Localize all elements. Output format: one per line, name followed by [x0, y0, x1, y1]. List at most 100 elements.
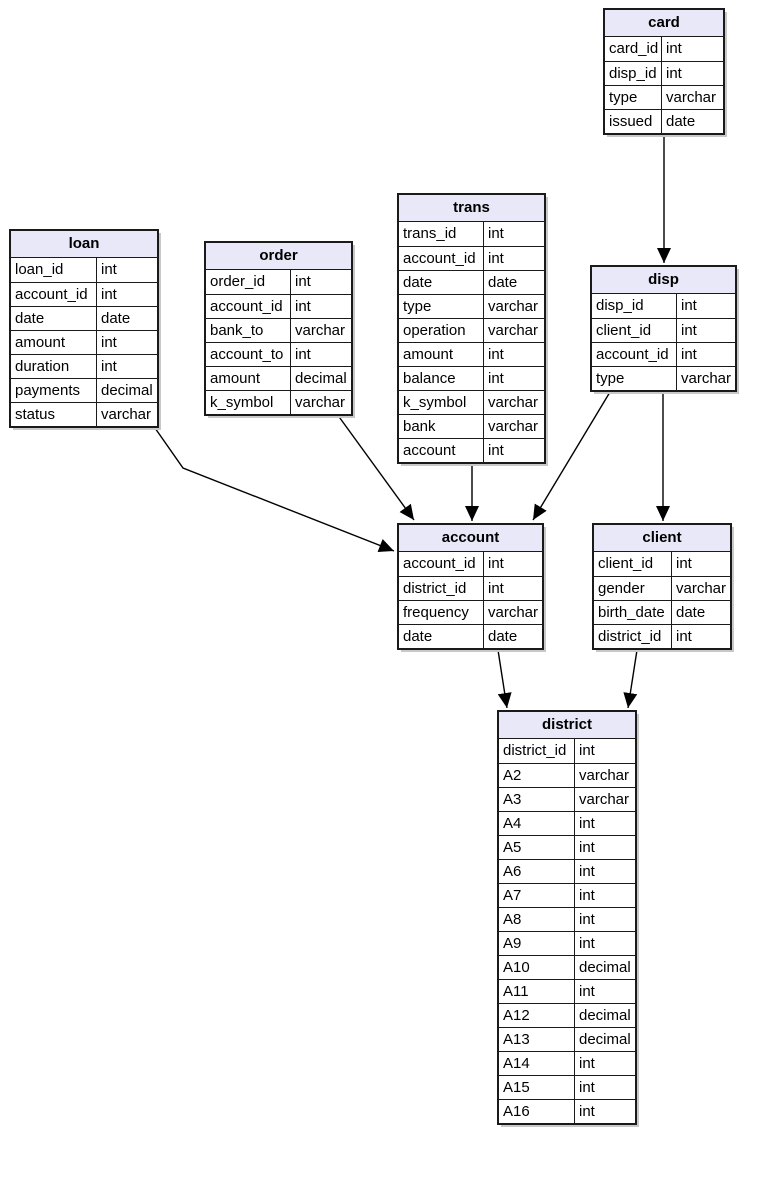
- column-type: int: [488, 225, 504, 242]
- column-name: account_to: [206, 343, 291, 366]
- column-name: account_id: [399, 247, 484, 270]
- column-name: account_id: [399, 552, 484, 576]
- relation-account-district: [497, 649, 512, 709]
- column-name: disp_id: [592, 294, 677, 318]
- column-name: client_id: [592, 319, 677, 342]
- column-name: A9: [499, 932, 575, 955]
- column-type: int: [295, 346, 311, 363]
- relation-disp-account: [532, 391, 611, 521]
- column-name: date: [399, 271, 484, 294]
- column-name: A13: [499, 1028, 575, 1051]
- column-name: type: [605, 86, 662, 109]
- column-name: card_id: [605, 37, 662, 61]
- column-type: int: [579, 863, 595, 880]
- column-type: varchar: [488, 418, 539, 435]
- column-name: date: [11, 307, 97, 330]
- column-type: int: [101, 358, 117, 375]
- column-type: int: [681, 297, 697, 314]
- table-title: district: [499, 712, 635, 739]
- column-type: int: [676, 628, 692, 645]
- column-type: varchar: [666, 89, 717, 106]
- column-type: int: [676, 555, 692, 572]
- column-name: account: [399, 439, 484, 462]
- column-name: account_id: [592, 343, 677, 366]
- table-title: loan: [11, 231, 157, 258]
- column-type: int: [579, 983, 595, 1000]
- column-type: int: [295, 298, 311, 315]
- column-name: client_id: [594, 552, 672, 576]
- column-type: varchar: [579, 767, 630, 784]
- column-type: int: [488, 370, 504, 387]
- column-name: A14: [499, 1052, 575, 1075]
- column-name: balance: [399, 367, 484, 390]
- column-type: varchar: [579, 791, 630, 808]
- column-name: bank_to: [206, 319, 291, 342]
- column-name: frequency: [399, 601, 484, 624]
- column-name: trans_id: [399, 222, 484, 246]
- column-name: k_symbol: [206, 391, 291, 414]
- column-type: int: [666, 40, 682, 57]
- column-name: A12: [499, 1004, 575, 1027]
- table-title: order: [206, 243, 351, 270]
- column-type: int: [101, 286, 117, 303]
- column-name: A2: [499, 764, 575, 787]
- column-name: birth_date: [594, 601, 672, 624]
- table-title: client: [594, 525, 730, 552]
- column-type: int: [488, 250, 504, 267]
- column-name: gender: [594, 577, 672, 600]
- column-name: order_id: [206, 270, 291, 294]
- column-name: A16: [499, 1100, 575, 1123]
- column-name: amount: [11, 331, 97, 354]
- column-name: type: [592, 367, 677, 390]
- column-type: varchar: [488, 604, 539, 621]
- column-name: amount: [399, 343, 484, 366]
- column-type: int: [579, 839, 595, 856]
- column-name: A10: [499, 956, 575, 979]
- column-type: int: [579, 887, 595, 904]
- column-type: varchar: [681, 370, 732, 387]
- column-type: int: [101, 334, 117, 351]
- column-type: int: [295, 273, 311, 290]
- column-type: varchar: [101, 406, 152, 423]
- column-type: date: [488, 628, 518, 645]
- table-title: card: [605, 10, 723, 37]
